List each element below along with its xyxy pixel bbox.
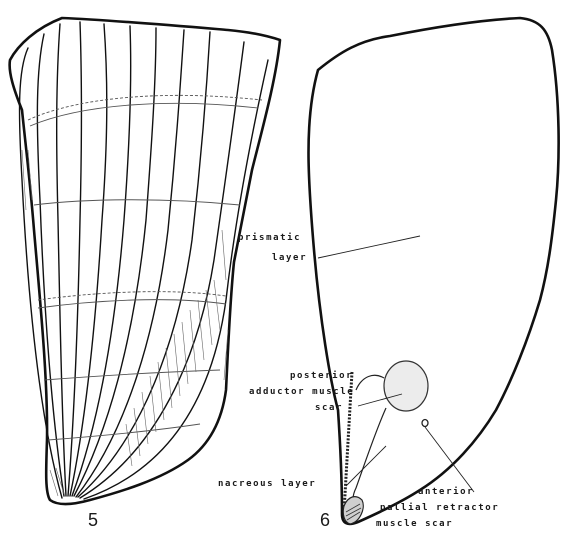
label-anterior-line1: anterior <box>418 486 474 497</box>
posterior-adductor-scar <box>384 361 428 411</box>
labels: prismatic layer posterior adductor muscl… <box>218 232 499 529</box>
figure-number-5: 5 <box>88 510 98 530</box>
nacreous-boundary <box>356 375 384 390</box>
label-prismatic-line2: layer <box>272 253 307 263</box>
leader-nacreous <box>346 446 386 486</box>
shell-interior-drawing: 6 <box>309 18 559 530</box>
anterior-pallial-scar <box>422 420 428 427</box>
leader-prismatic <box>318 236 420 258</box>
nacreous-boundary-lower <box>353 408 386 508</box>
figure-number-6: 6 <box>320 510 330 530</box>
label-anterior-line2: pallial retractor <box>380 502 499 513</box>
label-anterior-line3: muscle scar <box>376 519 453 529</box>
label-nacreous-layer: nacreous layer <box>218 479 316 489</box>
label-posterior-line2: adductor muscle <box>249 387 354 397</box>
label-posterior-line3: scar <box>315 403 343 413</box>
shell-exterior-drawing: 5 <box>10 18 280 530</box>
shell-6-outline <box>309 18 559 524</box>
label-prismatic-line1: prismatic <box>238 232 301 243</box>
label-posterior-line1: posterior <box>290 370 353 381</box>
radial-ribs <box>20 22 268 499</box>
